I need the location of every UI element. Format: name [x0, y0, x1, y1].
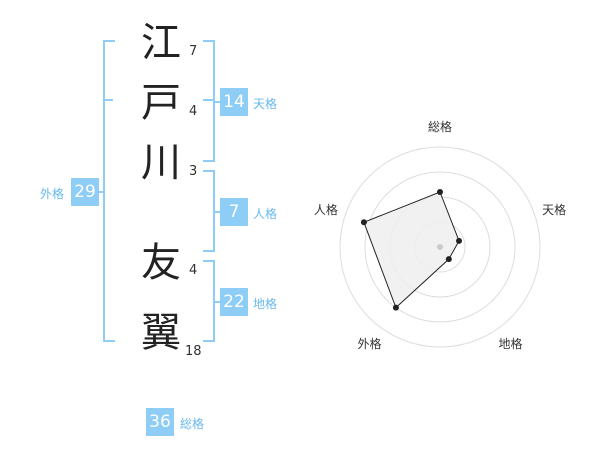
radar-ring — [339, 146, 541, 348]
jinkaku-label: 人格 — [253, 207, 278, 221]
chikaku-connector — [213, 301, 222, 303]
radar-axis-label-5: 人格 — [314, 202, 338, 217]
stroke-count-4: 4 — [189, 263, 198, 278]
radar-axis-label-1: 総格 — [428, 119, 452, 134]
radar-polygon — [363, 191, 460, 309]
radar-ring — [364, 171, 516, 323]
jinkaku-connector — [213, 211, 222, 213]
radar-points — [360, 189, 463, 311]
name-char-4: 友 — [141, 240, 181, 286]
radar-point-2 — [456, 237, 463, 244]
radar-point-1 — [437, 189, 443, 195]
radar-point-3 — [445, 256, 452, 263]
chikaku-value-box: 22 — [220, 288, 248, 316]
radar-point-5 — [360, 219, 367, 226]
radar-center-dot — [437, 244, 443, 250]
stroke-count-1: 7 — [189, 44, 198, 59]
gaikaku-bracket-mid-tick — [103, 99, 113, 101]
soukaku-label: 総格 — [180, 417, 205, 431]
gaikaku-connector — [97, 191, 105, 193]
radar-axis-label-4: 外格 — [357, 336, 381, 351]
radar-axis-label-3: 地格 — [499, 336, 523, 351]
gaikaku-label: 外格 — [40, 187, 65, 201]
gaikaku-value-box: 29 — [71, 178, 99, 206]
name-char-1: 江 — [141, 20, 181, 66]
tenkaku-value-box: 14 — [220, 88, 248, 116]
jinkaku-value-box: 7 — [220, 198, 248, 226]
chikaku-label: 地格 — [253, 297, 278, 311]
radar-axis-label-2: 天格 — [542, 202, 566, 217]
radar-point-4 — [392, 304, 399, 311]
stroke-count-3: 3 — [189, 164, 198, 179]
tenkaku-label: 天格 — [253, 97, 278, 111]
soukaku-value-box: 36 — [146, 408, 174, 436]
stroke-count-2: 4 — [189, 104, 198, 119]
name-char-5: 翼 — [141, 310, 181, 356]
name-char-3: 川 — [141, 140, 181, 186]
stroke-count-5: 18 — [185, 344, 202, 359]
tenkaku-connector — [213, 101, 222, 103]
name-char-2: 戸 — [141, 80, 181, 126]
tenkaku-bracket-mid-tick — [203, 99, 213, 101]
